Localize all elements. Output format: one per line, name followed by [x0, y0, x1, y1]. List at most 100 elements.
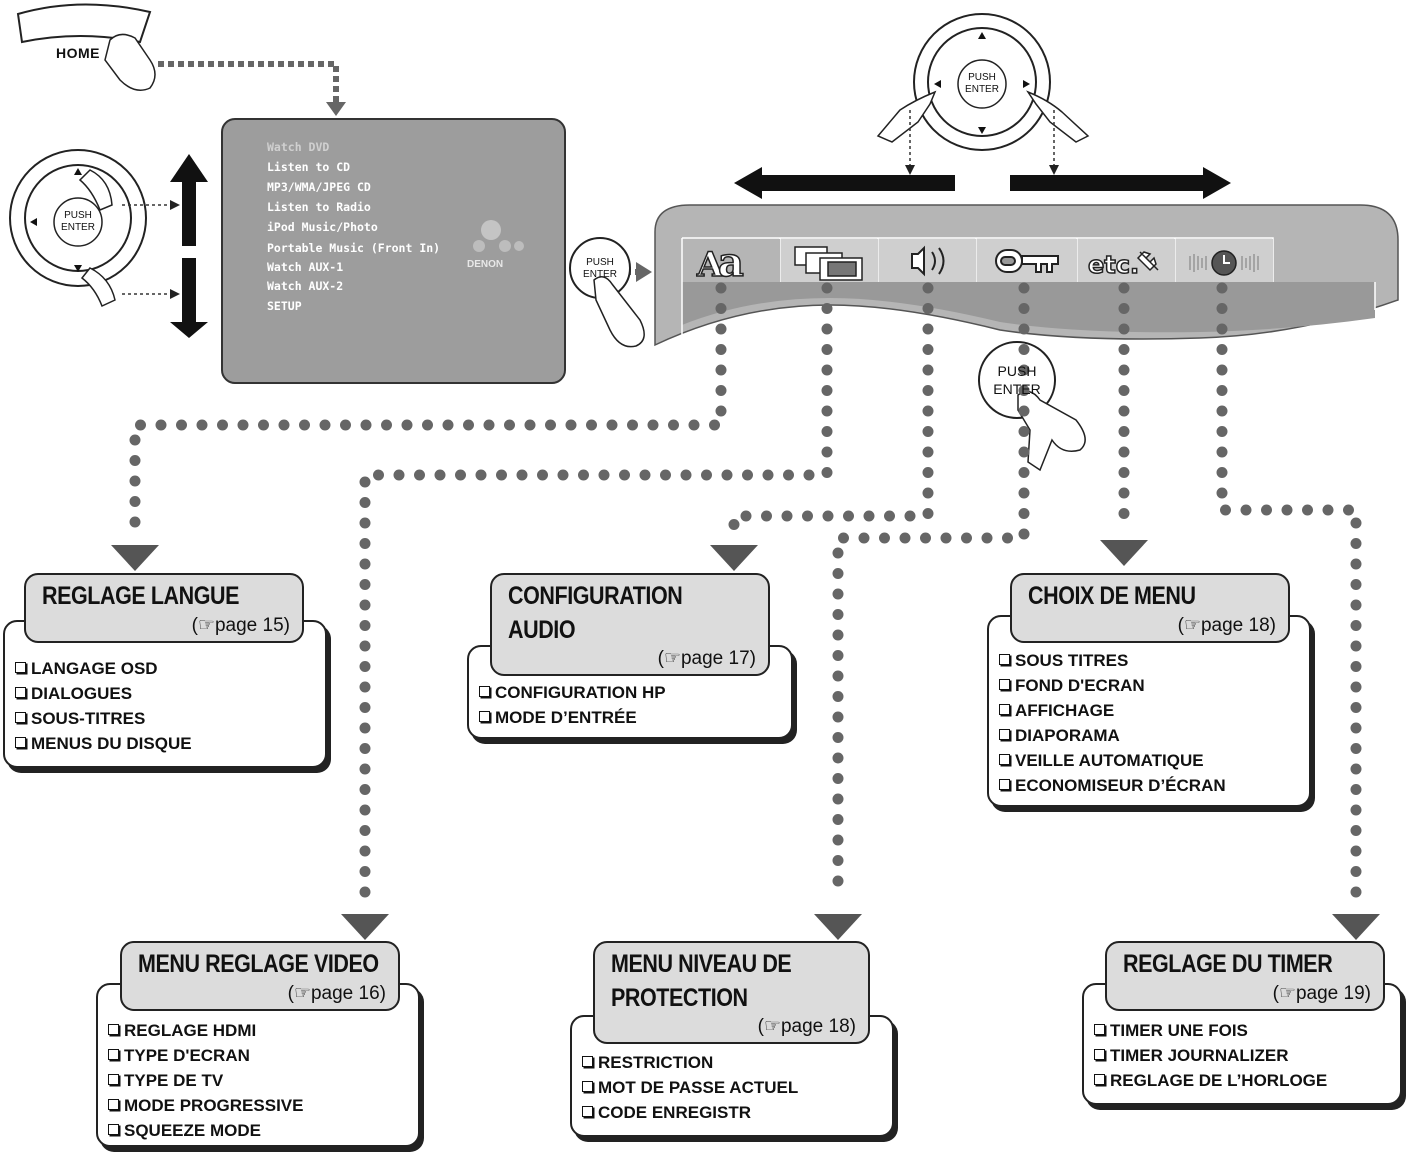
list-item[interactable]: DIAPORAMA	[999, 723, 1226, 748]
list-item[interactable]: REGLAGE HDMI	[108, 1018, 303, 1043]
osd-item-radio[interactable]: Listen to Radio	[267, 200, 371, 214]
checkbox-icon	[15, 687, 26, 698]
box-title: CHOIX DE MENU	[1028, 582, 1196, 610]
checkbox-icon	[582, 1056, 593, 1067]
box-title: REGLAGE DU TIMER	[1123, 950, 1333, 978]
list-item[interactable]: CONFIGURATION HP	[479, 680, 666, 705]
list-item[interactable]: SOUS TITRES	[999, 648, 1226, 673]
pointing-hand-icon: ☞	[663, 648, 681, 669]
box-title: CONFIGURATION	[508, 582, 683, 610]
checkbox-icon	[108, 1049, 119, 1060]
checkbox-icon	[1094, 1049, 1105, 1060]
denon-logo-icon	[473, 220, 524, 252]
page-ref: (☞page 15)	[191, 615, 290, 636]
box-title: MENU REGLAGE VIDEO	[138, 950, 379, 978]
osd-item-mp3[interactable]: MP3/WMA/JPEG CD	[267, 180, 371, 194]
list-item[interactable]: MODE D’ENTRÉE	[479, 705, 666, 730]
svg-text:etc.: etc.	[1088, 251, 1139, 279]
checkbox-icon	[999, 704, 1010, 715]
video-icon	[794, 246, 863, 281]
list-item[interactable]: TIMER UNE FOIS	[1094, 1018, 1327, 1043]
audio-icon	[911, 245, 945, 277]
box-title-line2: PROTECTION	[611, 984, 748, 1012]
list-item[interactable]: ECONOMISEUR D’ÉCRAN	[999, 773, 1226, 798]
pointing-hand-icon: ☞	[293, 983, 311, 1004]
timer-clock-icon	[1189, 250, 1259, 276]
osd-item-setup[interactable]: SETUP	[267, 299, 302, 313]
push-text: PUSH	[586, 257, 614, 268]
page-ref: (☞page 19)	[1272, 983, 1371, 1004]
list-item[interactable]: SQUEEZE MODE	[108, 1118, 303, 1143]
box-title: REGLAGE LANGUE	[42, 582, 240, 610]
pointing-hand-icon: ☞	[763, 1016, 781, 1037]
push-enter-label-panel: PUSH ENTER	[987, 362, 1047, 398]
page-ref: (☞page 17)	[657, 648, 756, 669]
language-icon: A a	[695, 238, 744, 287]
reglage-langue-list: LANGAGE OSD DIALOGUES SOUS-TITRES MENUS …	[3, 620, 327, 768]
list-item[interactable]: DIALOGUES	[15, 681, 192, 706]
list-item[interactable]: RESTRICTION	[582, 1050, 798, 1075]
configuration-audio-title: CONFIGURATION AUDIO (☞page 17)	[490, 573, 770, 676]
osd-item-ipod[interactable]: iPod Music/Photo	[267, 220, 378, 234]
osd-item-listen-cd[interactable]: Listen to CD	[267, 160, 351, 174]
menu-niveau-protection-title: MENU NIVEAU DE PROTECTION (☞page 18)	[593, 941, 870, 1044]
checkbox-icon	[15, 712, 26, 723]
push-enter-label-top: PUSH ENTER	[961, 72, 1003, 96]
enter-text: ENTER	[993, 381, 1041, 397]
osd-item-aux2[interactable]: Watch AUX-2	[267, 279, 344, 293]
list-item[interactable]: LANGAGE OSD	[15, 656, 192, 681]
reglage-langue-title: REGLAGE LANGUE (☞page 15)	[24, 573, 304, 643]
checkbox-icon	[582, 1081, 593, 1092]
remote-dial-left	[9, 149, 147, 308]
osd-brand: DENON	[467, 259, 504, 270]
checkbox-icon	[108, 1024, 119, 1035]
list-item[interactable]: REGLAGE DE L’HORLOGE	[1094, 1068, 1327, 1093]
home-button-label[interactable]: HOME	[56, 45, 100, 61]
list-item[interactable]: MODE PROGRESSIVE	[108, 1093, 303, 1118]
checkbox-icon	[1094, 1024, 1105, 1035]
list-item[interactable]: MENUS DU DISQUE	[15, 731, 192, 756]
push-text: PUSH	[64, 210, 92, 221]
home-button	[16, 3, 152, 44]
osd-item-watch-dvd[interactable]: Watch DVD	[267, 140, 330, 154]
list-item[interactable]: TIMER JOURNALIZER	[1094, 1043, 1327, 1068]
list-item[interactable]: MOT DE PASSE ACTUEL	[582, 1075, 798, 1100]
choix-de-menu-title: CHOIX DE MENU (☞page 18)	[1010, 573, 1290, 643]
remote-dial-right	[876, 13, 1090, 151]
push-text: PUSH	[968, 72, 996, 83]
push-enter-label-osd: PUSH ENTER	[579, 257, 621, 281]
checkbox-icon	[999, 779, 1010, 790]
list-item[interactable]: VEILLE AUTOMATIQUE	[999, 748, 1226, 773]
list-item[interactable]: FOND D'ECRAN	[999, 673, 1226, 698]
checkbox-icon	[108, 1074, 119, 1085]
svg-text:a: a	[718, 239, 744, 286]
checkbox-icon	[479, 711, 490, 722]
list-item[interactable]: AFFICHAGE	[999, 698, 1226, 723]
pointing-hand-icon: ☞	[1278, 983, 1296, 1004]
pointing-hand-icon: ☞	[197, 615, 215, 636]
checkbox-icon	[15, 662, 26, 673]
hand-icon	[1017, 390, 1086, 472]
hand-icon	[104, 33, 156, 91]
hand-icon	[593, 276, 645, 348]
etc-wrench-icon: etc.	[1087, 250, 1159, 280]
list-item[interactable]: CODE ENREGISTR	[582, 1100, 798, 1125]
osd-home-menu: Watch DVD Listen to CD MP3/WMA/JPEG CD L…	[221, 118, 566, 384]
key-icon	[995, 249, 1059, 273]
list-item[interactable]: TYPE DE TV	[108, 1068, 303, 1093]
osd-item-aux1[interactable]: Watch AUX-1	[267, 260, 344, 274]
checkbox-icon	[999, 654, 1010, 665]
list-item[interactable]: TYPE D'ECRAN	[108, 1043, 303, 1068]
push-enter-label-left: PUSH ENTER	[57, 210, 99, 234]
osd-item-portable[interactable]: Portable Music (Front In)	[267, 241, 441, 255]
page-ref: (☞page 18)	[1177, 615, 1276, 636]
checkbox-icon	[108, 1099, 119, 1110]
push-text: PUSH	[997, 363, 1037, 379]
reglage-du-timer-title: REGLAGE DU TIMER (☞page 19)	[1105, 941, 1385, 1011]
list-item[interactable]: SOUS-TITRES	[15, 706, 192, 731]
checkbox-icon	[999, 679, 1010, 690]
checkbox-icon	[479, 686, 490, 697]
svg-text:A: A	[696, 245, 724, 285]
menu-reglage-video-title: MENU REGLAGE VIDEO (☞page 16)	[120, 941, 400, 1011]
